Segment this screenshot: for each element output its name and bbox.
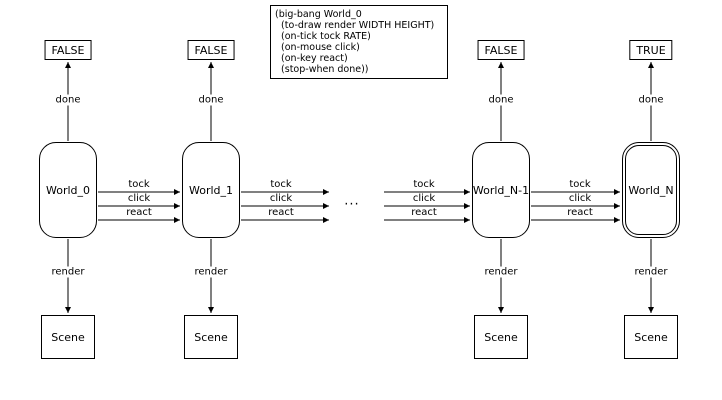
flag-box-3: TRUE — [629, 40, 673, 60]
scene-label: Scene — [484, 330, 518, 344]
scene-box-2: Scene — [474, 315, 528, 359]
code-line: (to-draw render WIDTH HEIGHT) — [275, 20, 435, 31]
code-box: (big-bang World_0 (to-draw render WIDTH … — [270, 5, 448, 79]
scene-box-1: Scene — [184, 315, 238, 359]
react-label: react — [411, 207, 437, 218]
click-label: click — [127, 193, 151, 204]
scene-label: Scene — [51, 330, 85, 344]
world-label: World_N-1 — [472, 183, 530, 197]
code-line: (on-key react) — [275, 53, 348, 64]
code-line: (on-mouse click) — [275, 42, 360, 53]
tock-label: tock — [128, 179, 150, 190]
world-label: World_0 — [45, 183, 91, 197]
flag-label: TRUE — [636, 43, 666, 57]
tock-label: tock — [569, 179, 591, 190]
click-label: click — [269, 193, 293, 204]
tock-label: tock — [413, 179, 435, 190]
render-label: render — [191, 266, 231, 278]
flag-label: FALSE — [51, 43, 85, 57]
click-label: click — [412, 193, 436, 204]
world-node-3: World_N — [622, 142, 680, 238]
scene-box-3: Scene — [624, 315, 678, 359]
done-label: done — [52, 94, 84, 106]
react-label: react — [126, 207, 152, 218]
done-label: done — [195, 94, 227, 106]
render-label: render — [631, 266, 671, 278]
flag-label: FALSE — [194, 43, 228, 57]
scene-box-0: Scene — [41, 315, 95, 359]
ellipsis-label: ... — [344, 193, 360, 209]
flag-box-1: FALSE — [187, 40, 235, 60]
world-inner-border: World_N — [625, 145, 677, 235]
done-label: done — [635, 94, 667, 106]
world-node-2: World_N-1 — [472, 142, 530, 238]
code-line: (big-bang World_0 — [275, 9, 362, 20]
world-node-0: World_0 — [39, 142, 97, 238]
click-label: click — [568, 193, 592, 204]
tock-label: tock — [270, 179, 292, 190]
scene-label: Scene — [634, 330, 668, 344]
flag-label: FALSE — [484, 43, 518, 57]
react-label: react — [567, 207, 593, 218]
scene-label: Scene — [194, 330, 228, 344]
flag-box-0: FALSE — [44, 40, 92, 60]
render-label: render — [481, 266, 521, 278]
world-label: World_1 — [188, 183, 234, 197]
code-line: (stop-when done)) — [275, 64, 369, 75]
flag-box-2: FALSE — [477, 40, 525, 60]
code-line: (on-tick tock RATE) — [275, 31, 371, 42]
done-label: done — [485, 94, 517, 106]
render-label: render — [48, 266, 88, 278]
world-label: World_N — [628, 183, 674, 197]
world-node-1: World_1 — [182, 142, 240, 238]
react-label: react — [268, 207, 294, 218]
